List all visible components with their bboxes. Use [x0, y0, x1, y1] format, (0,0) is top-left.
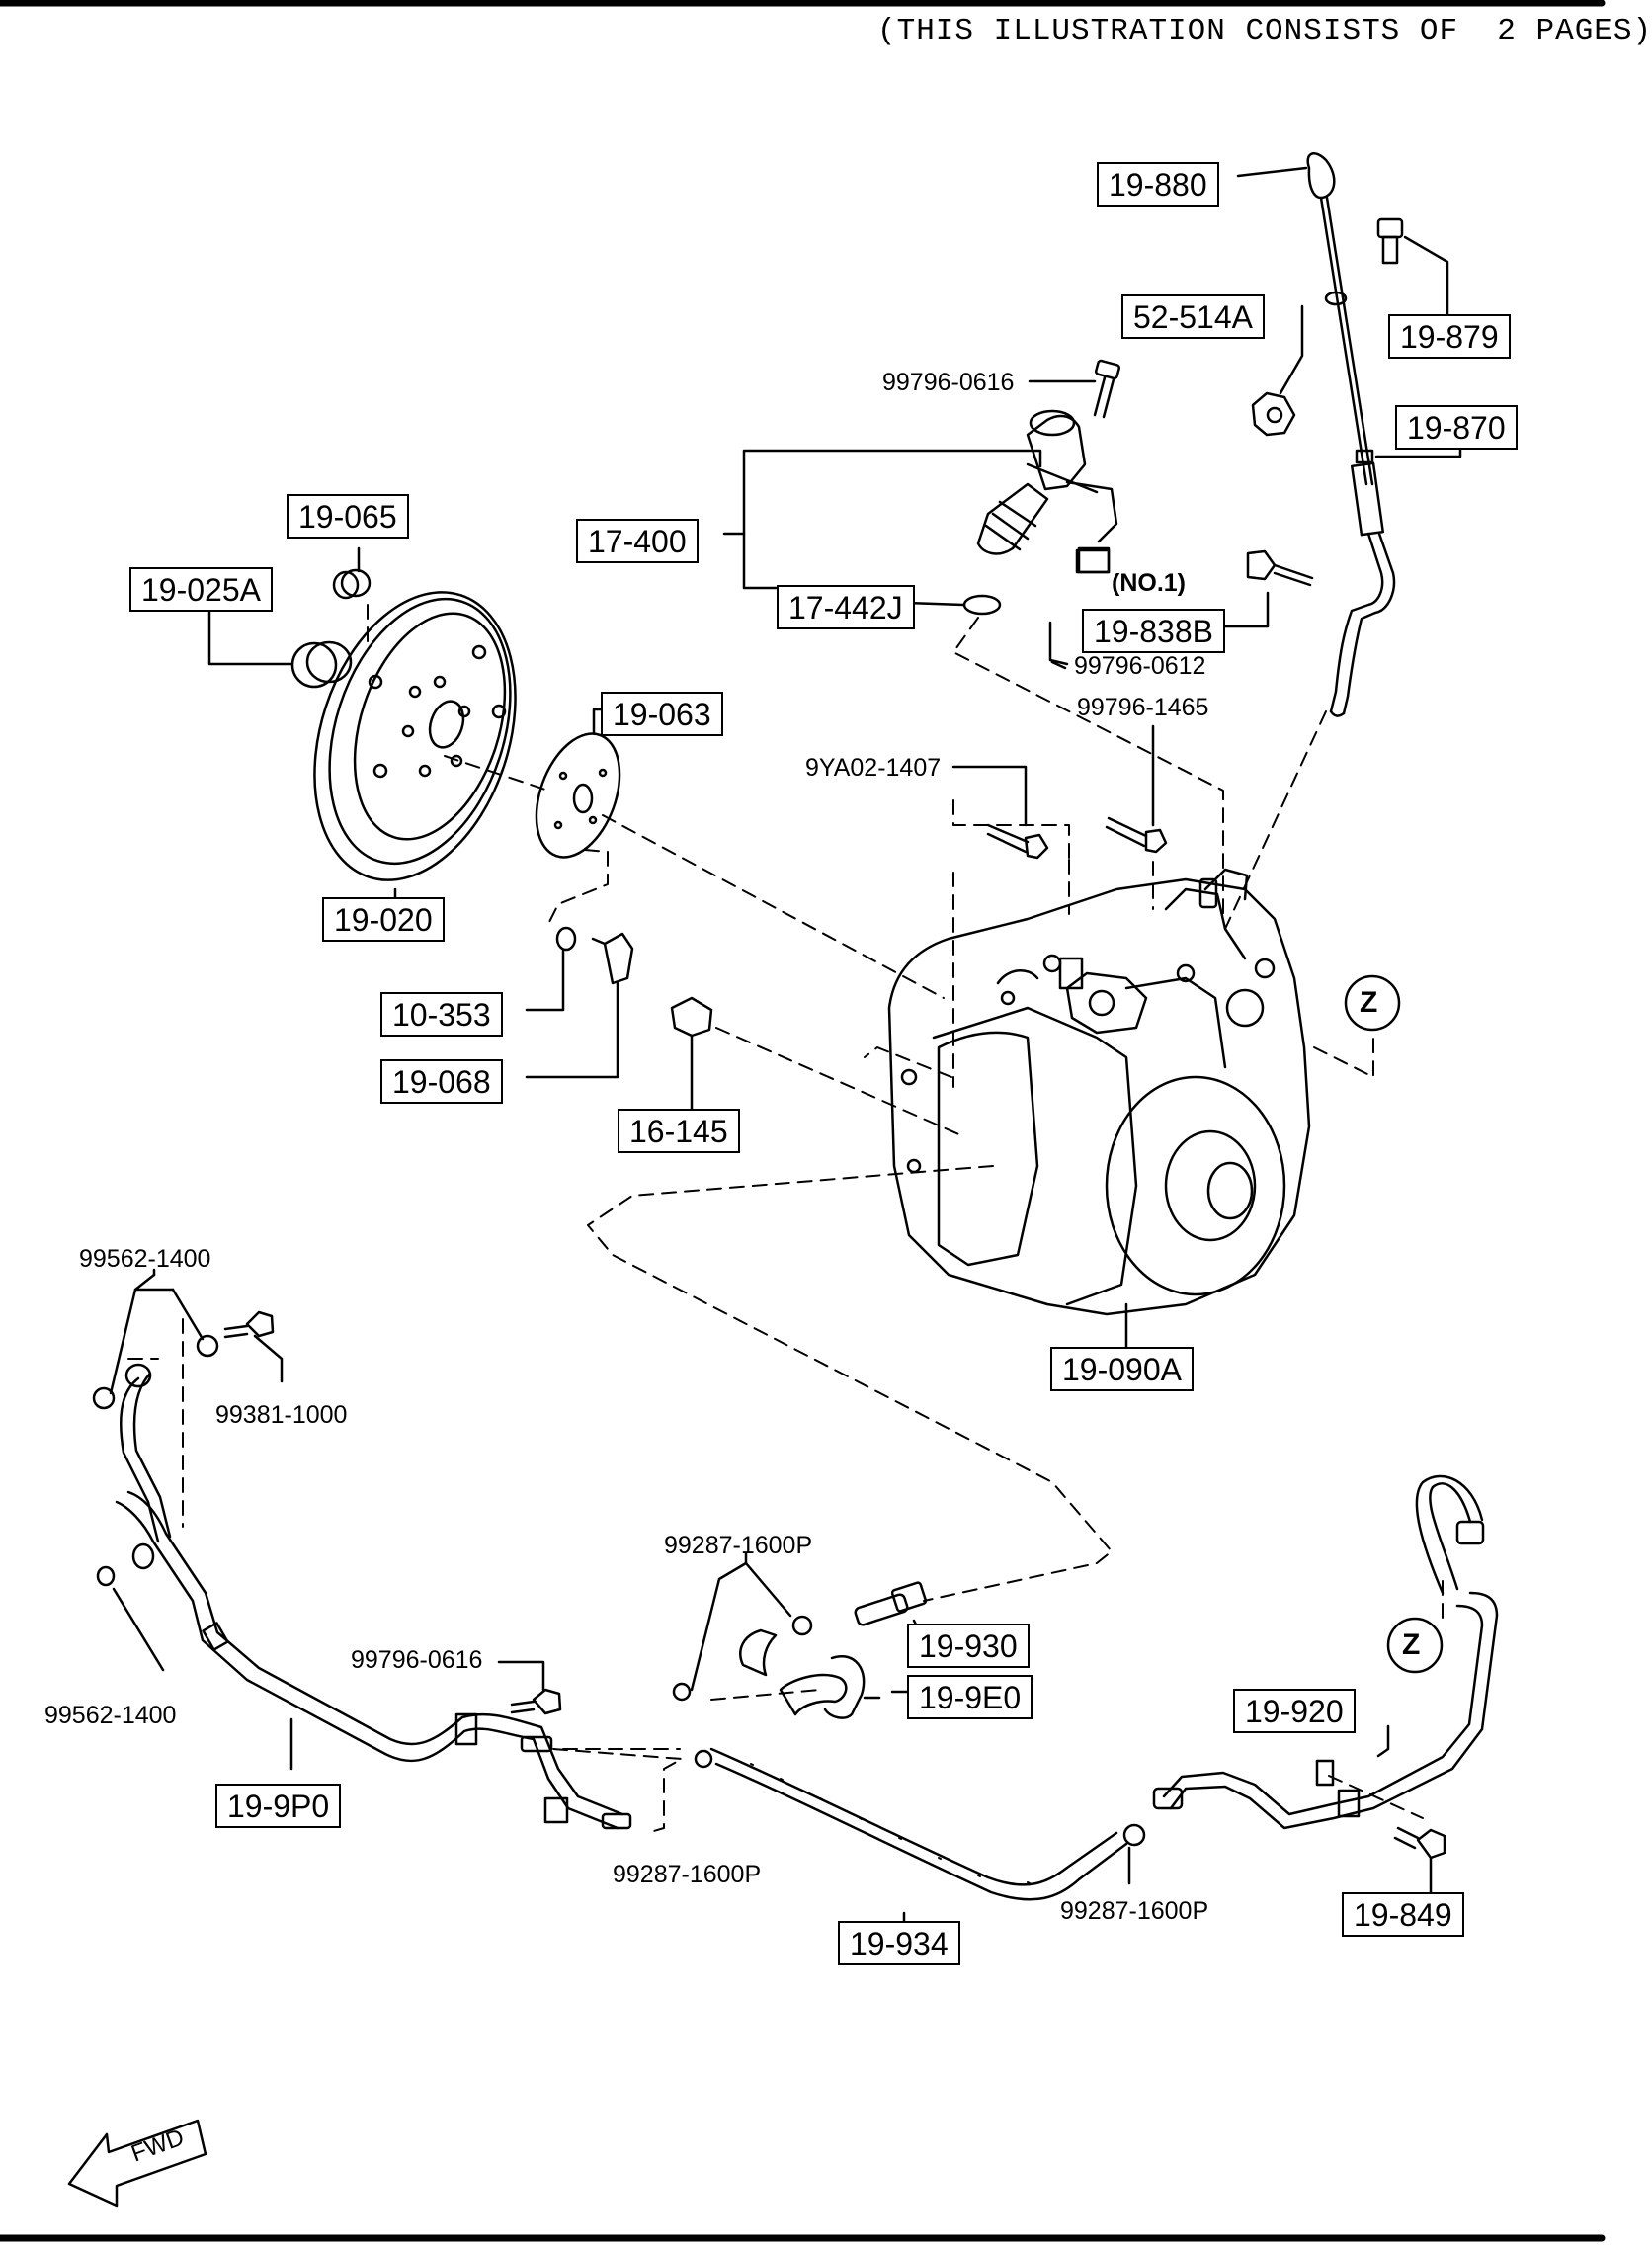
- bolt-label-99381-1000: 99381-1000: [215, 1401, 348, 1429]
- pages-note: (THIS ILLUSTRATION CONSISTS OF 2 PAGES): [877, 14, 1652, 48]
- zone-mark-z-top: Z: [1360, 986, 1378, 1019]
- part-label-19-870: 19-870: [1395, 405, 1518, 450]
- bolt-19-879-graphic: [1376, 217, 1449, 316]
- part-label-19-880: 19-880: [1097, 162, 1219, 207]
- clip-52-514A-graphic: [1251, 291, 1348, 437]
- part-label-16-145: 16-145: [618, 1109, 740, 1153]
- washer-bolt-graphic: [525, 926, 634, 1079]
- part-label-17-400: 17-400: [576, 519, 699, 563]
- drive-plate: [313, 591, 517, 881]
- speed-sensor: [976, 409, 1118, 574]
- washer-label-99562-1400-top: 99562-1400: [79, 1245, 211, 1273]
- clamp-label-99287-1600P-mid: 99287-1600P: [613, 1861, 762, 1888]
- part-label-19-849: 19-849: [1342, 1892, 1464, 1937]
- part-label-19-920: 19-920: [1233, 1689, 1356, 1733]
- zone-mark-z-bottom: Z: [1402, 1628, 1421, 1661]
- part-label-19-025A: 19-025A: [129, 567, 273, 612]
- part-label-19-090A: 19-090A: [1050, 1347, 1194, 1391]
- zone-z-circle-top: [1344, 974, 1401, 1032]
- bolt-19-838B-graphic: [1218, 549, 1314, 628]
- bolt-label-9YA02-1407: 9YA02-1407: [805, 754, 942, 782]
- washer-label-99562-1400-bottom: 99562-1400: [44, 1702, 177, 1729]
- part-label-19-879: 19-879: [1388, 314, 1511, 359]
- cooler-pipe-right: [1152, 1474, 1499, 1894]
- connector-label-no1: (NO.1): [1112, 569, 1186, 597]
- connector-no1: [1075, 548, 1111, 574]
- bolt-label-99796-0616-top: 99796-0616: [882, 369, 1015, 396]
- part-label-19-838B: 19-838B: [1082, 609, 1225, 653]
- cooler-pipe-left: [92, 1334, 632, 1830]
- bolt-label-99796-0612: 99796-0612: [1074, 652, 1206, 680]
- left-pipe-leaders: [109, 1268, 562, 1771]
- part-label-19-9P0: 19-9P0: [215, 1784, 342, 1828]
- part-label-52-514A: 52-514A: [1121, 294, 1265, 339]
- o-ring: [962, 594, 1002, 616]
- tube-clamp: [1355, 449, 1374, 464]
- transaxle-body: [887, 868, 1311, 1371]
- part-label-19-930: 19-930: [907, 1624, 1030, 1668]
- dashed-guides: [127, 604, 1444, 1834]
- parts-illustration: [0, 0, 1606, 2242]
- hose-dots: [750, 1763, 1031, 1884]
- clamp-label-99287-1600P-top: 99287-1600P: [664, 1532, 813, 1559]
- bushing-19-025A-graphic: [207, 606, 353, 689]
- plug-16-145-graphic: [625, 996, 713, 1114]
- part-label-19-020: 19-020: [322, 897, 445, 942]
- dipstick-tube: [1329, 461, 1396, 717]
- zone-z-circle-bottom: [1386, 1617, 1444, 1674]
- bolt-99796-1465-graphic: [1105, 724, 1168, 854]
- bolt-label-99796-1465: 99796-1465: [1077, 694, 1209, 721]
- dipstick: [1236, 152, 1374, 486]
- fwd-arrow: [67, 2119, 207, 2208]
- part-label-19-065: 19-065: [287, 494, 409, 539]
- part-label-19-9E0: 19-9E0: [907, 1675, 1033, 1719]
- part-label-19-063: 19-063: [601, 692, 723, 736]
- bolt-sensor-graphic: [1028, 359, 1121, 419]
- clamp-label-99287-1600P-right: 99287-1600P: [1060, 1897, 1209, 1925]
- bolt-label-99796-0616-bottom: 99796-0616: [351, 1646, 483, 1674]
- bushing-19-065-graphic: [332, 546, 372, 600]
- part-label-19-934: 19-934: [838, 1921, 960, 1965]
- part-label-19-068: 19-068: [380, 1059, 503, 1104]
- adapter-plate: [535, 708, 621, 859]
- bolt-9YA02-graphic: [951, 765, 1049, 860]
- part-label-10-353: 10-353: [380, 992, 503, 1037]
- part-label-17-442J: 17-442J: [777, 585, 915, 629]
